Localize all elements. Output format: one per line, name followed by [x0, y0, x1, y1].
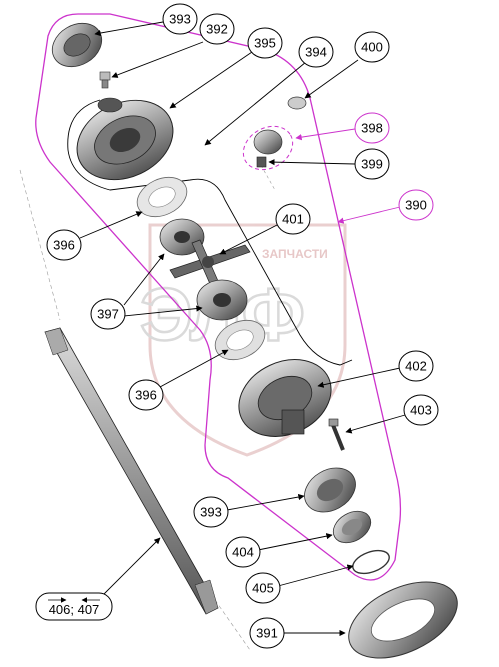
callout-403: 403 [345, 394, 439, 434]
callout-405: 405 [245, 564, 354, 604]
part-402-case-half-lower [238, 359, 332, 437]
callout-392: 392 [111, 13, 235, 78]
callout-396-upper: 396 [46, 211, 143, 261]
callout-400: 400 [304, 31, 390, 99]
callout-404: 404 [225, 533, 333, 568]
callout-label: 405 [252, 581, 274, 596]
callout-label: 396 [53, 238, 75, 253]
callout-label: 390 [405, 198, 427, 213]
callout-label: 395 [254, 36, 276, 51]
callout-397: 397 [90, 253, 203, 330]
axis-line [19, 169, 61, 321]
callout-label: 397 [97, 307, 119, 322]
part-395-case-half-upper [76, 97, 174, 181]
callout-398: 398 [295, 112, 390, 144]
callout-label: 392 [206, 22, 228, 37]
callout-label: 393 [200, 505, 222, 520]
part-393-bearing-bottom [304, 467, 356, 513]
part-399-pin [256, 156, 267, 168]
callout-406-407: 406; 407 [35, 537, 161, 621]
watermark-brand-small: ЗАПЧАСТИ [262, 247, 328, 261]
watermark-shield [148, 223, 347, 457]
callout-401: 401 [219, 203, 311, 255]
part-403-bolt [328, 418, 345, 451]
callout-393-top: 393 [94, 3, 198, 37]
part-396-thrust-washer-upper [136, 176, 188, 218]
callout-label: 399 [361, 157, 383, 172]
callout-391: 391 [249, 617, 346, 649]
callout-label: 393 [169, 12, 191, 27]
callout-396-lower: 396 [128, 349, 229, 411]
callout-label: 404 [232, 545, 254, 560]
callout-393-bottom: 393 [193, 493, 305, 528]
part-406-407-axle-shaft [44, 327, 219, 615]
callout-label: 391 [256, 626, 278, 641]
leader-394 [204, 61, 307, 146]
callout-399: 399 [268, 148, 390, 180]
part-391-ring-gear [348, 581, 458, 659]
callout-label: 396 [135, 388, 157, 403]
axis-line [214, 599, 251, 651]
callout-402: 402 [317, 350, 434, 388]
callout-390: 390 [337, 189, 434, 224]
part-400-washer [287, 96, 307, 110]
callout-label: 400 [361, 40, 383, 55]
callout-395: 395 [169, 27, 283, 109]
part-393-bearing-top [51, 22, 103, 68]
part-392-bolt [99, 71, 111, 89]
callout-label: 406; 407 [49, 602, 100, 617]
part-397-side-gear-lower [196, 279, 248, 321]
callout-394: 394 [298, 36, 334, 68]
part-401-spider [169, 239, 251, 294]
callout-label: 402 [405, 359, 427, 374]
part-398-pinion-gear [242, 125, 294, 171]
callout-label: 398 [361, 121, 383, 136]
callout-label: 401 [282, 212, 304, 227]
assembly-outline-390 [35, 13, 402, 581]
part-404-bearing-cup [332, 510, 372, 544]
callout-label: 394 [305, 45, 327, 60]
callout-label: 403 [410, 403, 432, 418]
